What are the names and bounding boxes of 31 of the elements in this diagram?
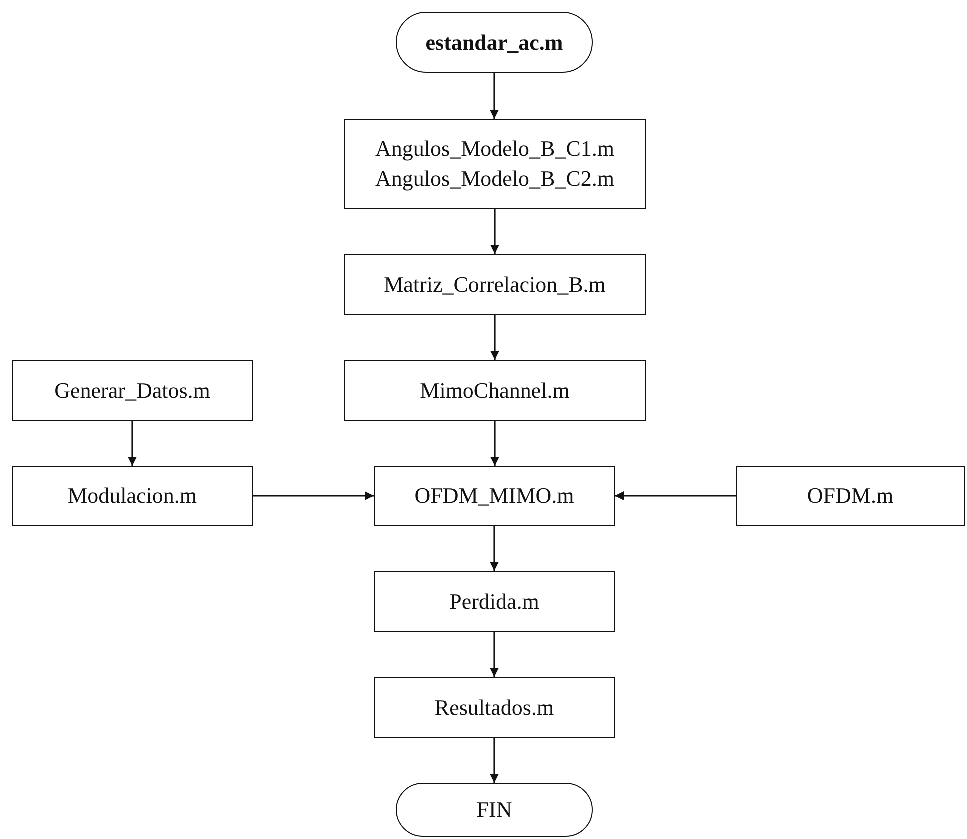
arrow (490, 632, 499, 677)
process-box (12, 466, 253, 526)
node-label: Modulacion.m (68, 482, 197, 510)
arrow (490, 421, 500, 466)
arrow (615, 492, 736, 500)
process-box (344, 254, 646, 315)
arrow (490, 209, 500, 254)
node-label: OFDM_MIMO.m (414, 482, 574, 510)
arrow (253, 492, 374, 500)
node-label: Perdida.m (450, 588, 540, 616)
process-box (374, 571, 615, 632)
arrow (490, 738, 499, 783)
arrow (128, 421, 137, 466)
node-label: Generar_Datos.m (54, 376, 210, 405)
arrow (490, 526, 499, 571)
process-box (12, 360, 253, 421)
node-label: MimoChannel.m (420, 376, 570, 405)
node-label: Matriz_Correlacion_B.m (384, 270, 606, 299)
process-box (374, 677, 615, 738)
process-box (736, 466, 965, 526)
node-label: OFDM.m (807, 482, 894, 510)
arrow (490, 73, 499, 119)
node-label: FIN (476, 796, 512, 824)
arrow (490, 315, 500, 360)
process-box (344, 360, 646, 421)
node-label: Angulos_Modelo_B_C1.m Angulos_Modelo_B_C2.m (374, 135, 616, 193)
process-box (374, 466, 615, 526)
node-label: estandar_ac.m (426, 28, 564, 57)
node-label: Resultados.m (434, 694, 554, 722)
terminal-box (396, 783, 593, 837)
process-box (344, 119, 646, 209)
